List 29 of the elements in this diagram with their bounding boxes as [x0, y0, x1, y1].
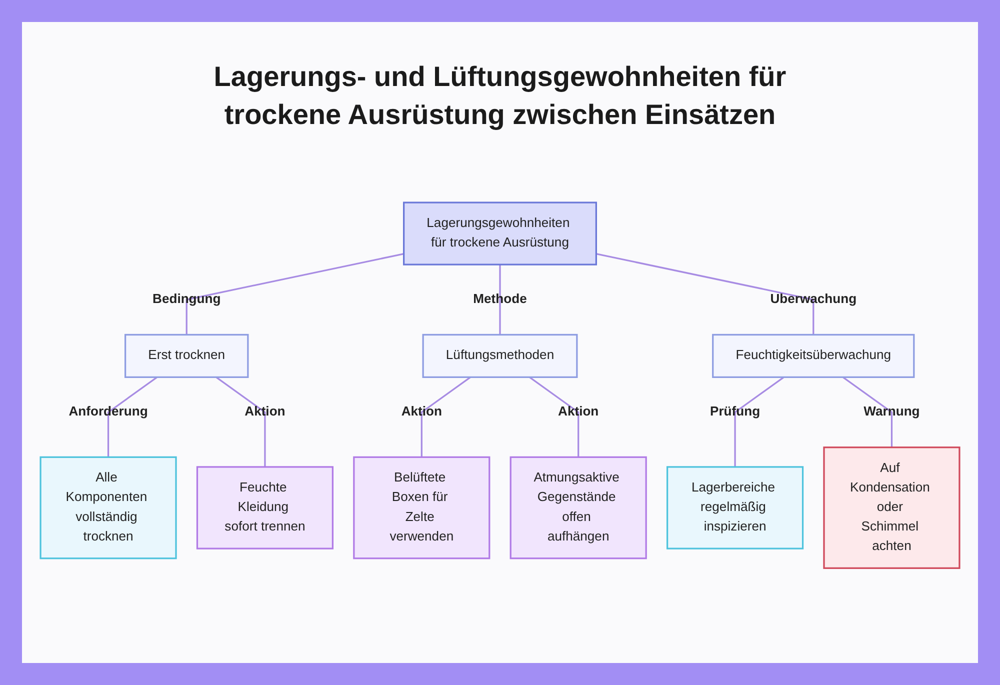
node-box: Lagerungsgewohnheiten für trockene Ausrüstung	[403, 202, 597, 266]
connector	[734, 376, 784, 467]
connector	[529, 376, 580, 458]
edge-label: Prüfung	[710, 404, 760, 419]
edge-label: Bedingung	[152, 292, 221, 306]
edge-label: Methode	[473, 292, 527, 306]
connector	[107, 376, 158, 458]
node-box: Feuchtigkeitsüberwachung	[712, 334, 915, 378]
connector	[499, 264, 501, 335]
node-box: Atmungsaktive Gegenstände offen aufhängen	[510, 456, 647, 560]
connector	[842, 376, 893, 448]
node-box: Lagerbereiche regelmäßig inspizieren	[666, 466, 804, 550]
connector	[216, 376, 266, 467]
connector	[420, 376, 471, 458]
node-box: Feuchte Kleidung sofort trennen	[196, 466, 334, 550]
diagram-title: Lagerungs- und Lüftungsgewohnheiten für trockene Ausrüstung zwischen Einsätzen	[212, 60, 788, 132]
connector	[186, 253, 404, 335]
edge-label: Uberwachung	[770, 292, 857, 306]
node-box: Belüftete Boxen für Zelte verwenden	[353, 456, 490, 560]
edge-label: Aktion	[244, 404, 286, 419]
edge-label: Aktion	[558, 404, 599, 419]
node-box: Auf Kondensation oder Schimmel achten	[823, 446, 960, 569]
node-box: Lüftungsmethoden	[422, 334, 578, 378]
edge-label: Anforderung	[68, 404, 148, 419]
edge-label: Aktion	[401, 404, 442, 419]
node-box: Erst trocknen	[124, 334, 249, 378]
connector	[596, 253, 814, 335]
node-box: Alle Komponenten vollständig trocknen	[40, 456, 177, 560]
edge-label: Warnung	[864, 404, 920, 419]
